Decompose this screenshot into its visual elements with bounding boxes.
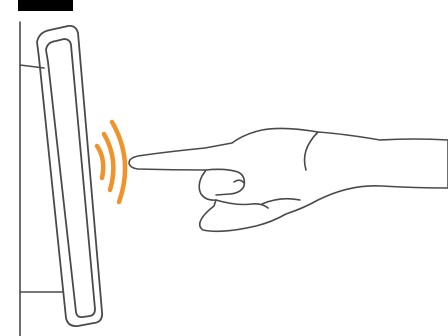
corner-block: [18, 0, 73, 11]
device-panel: [37, 26, 102, 326]
device-inner-frame: [46, 39, 95, 317]
touch-signal-icon: [97, 122, 125, 202]
pointing-hand: [129, 128, 448, 231]
hand-outline: [129, 128, 448, 231]
